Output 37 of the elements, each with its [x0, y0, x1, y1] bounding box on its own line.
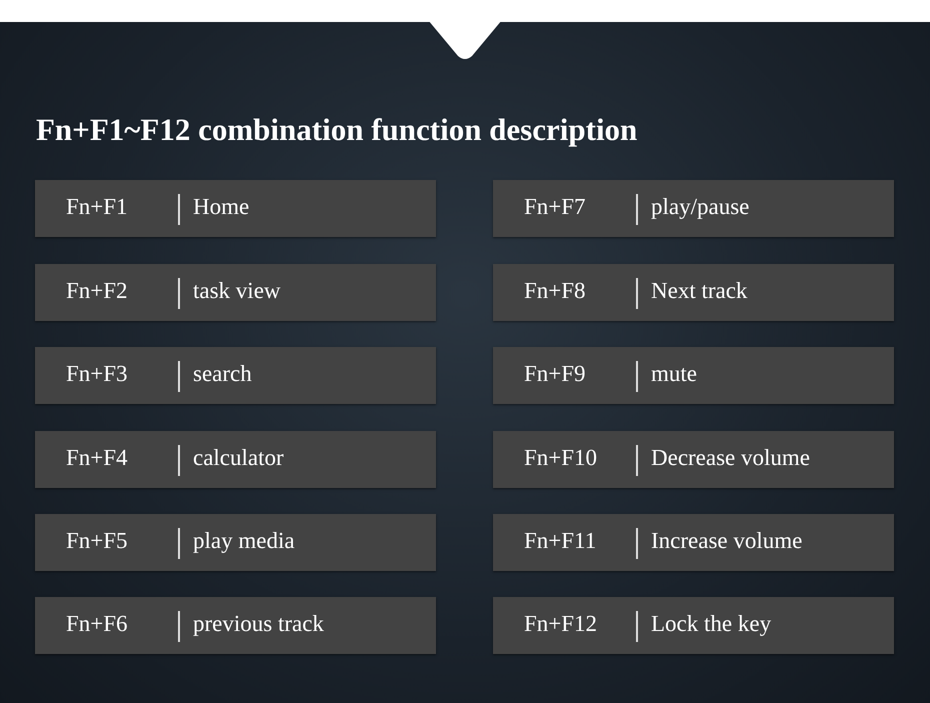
key-combination: Fn+F6 — [66, 611, 128, 637]
key-combination: Fn+F7 — [524, 194, 586, 220]
function-name: play media — [193, 528, 295, 554]
function-name: mute — [651, 361, 697, 387]
key-row-bar — [35, 514, 436, 571]
function-name: search — [193, 361, 252, 387]
function-name: Home — [193, 194, 250, 220]
key-row-bar — [493, 431, 894, 488]
title: Fn+F1~F12 combination function description — [36, 112, 638, 148]
function-name: task view — [193, 278, 281, 304]
function-name: Next track — [651, 278, 748, 304]
key-row-bar — [493, 180, 894, 237]
key-combination: Fn+F1 — [66, 194, 128, 220]
key-row-bar — [35, 431, 436, 488]
function-name: calculator — [193, 445, 284, 471]
key-combination: Fn+F12 — [524, 611, 598, 637]
function-name: Decrease volume — [651, 445, 810, 471]
key-row-bar — [35, 347, 436, 404]
key-combination: Fn+F8 — [524, 278, 586, 304]
key-combination: Fn+F3 — [66, 361, 128, 387]
key-row-bar — [493, 597, 894, 654]
key-row-bar — [493, 264, 894, 321]
function-name: Increase volume — [651, 528, 802, 554]
key-row-bar — [35, 180, 436, 237]
key-combination: Fn+F4 — [66, 445, 128, 471]
key-combination: Fn+F2 — [66, 278, 128, 304]
key-combination: Fn+F5 — [66, 528, 128, 554]
key-row-bar — [493, 347, 894, 404]
function-name: play/pause — [651, 194, 750, 220]
function-name: Lock the key — [651, 611, 772, 637]
key-row-bar — [35, 597, 436, 654]
key-row-bar — [493, 514, 894, 571]
key-combination: Fn+F10 — [524, 445, 598, 471]
function-name: previous track — [193, 611, 324, 637]
key-row-bar — [35, 264, 436, 321]
key-combination: Fn+F11 — [524, 528, 596, 554]
key-combination: Fn+F9 — [524, 361, 586, 387]
